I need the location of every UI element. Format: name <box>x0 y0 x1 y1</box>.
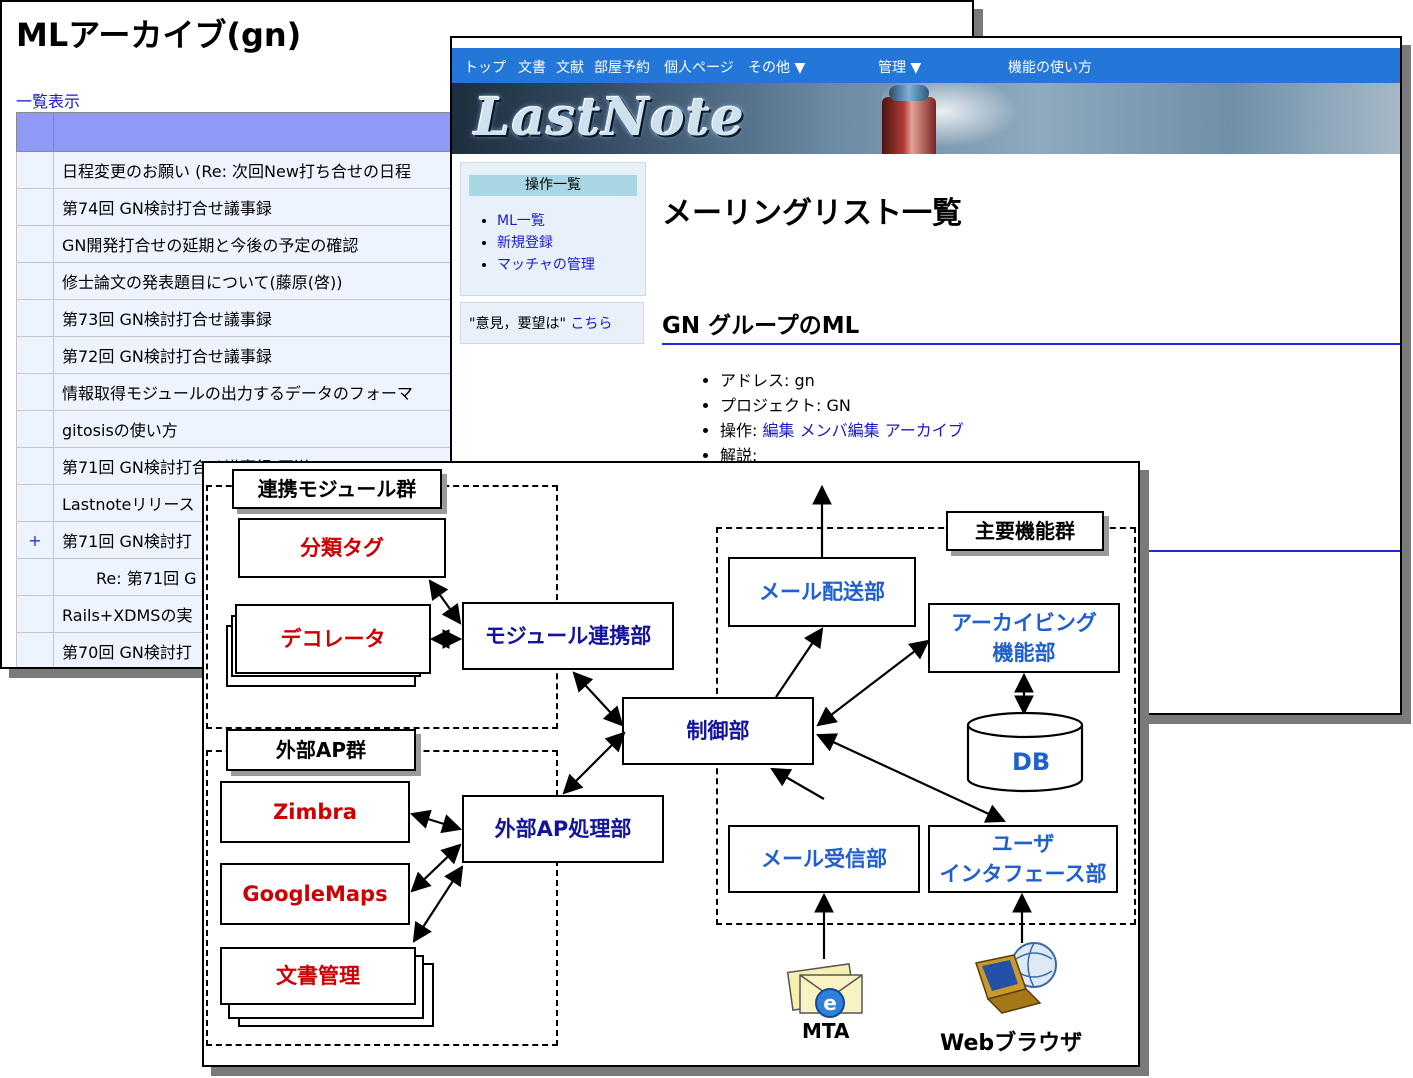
thread-toggle-icon <box>16 632 54 667</box>
page-title: メーリングリスト一覧 <box>662 196 962 231</box>
message-subject[interactable]: 日程変更のお願い (Re: 次回New打ち合せの日程 <box>62 162 411 181</box>
member-edit-link[interactable]: メンバ編集 <box>799 421 880 440</box>
user-interface-box: ユーザ インタフェース部 <box>928 825 1118 893</box>
classification-tag-box: 分類タグ <box>238 518 446 578</box>
section-title: GN グループのML <box>662 313 860 339</box>
archiving-box: アーカイビング 機能部 <box>928 603 1120 673</box>
message-subject[interactable]: 第73回 GN検討打合せ議事録 <box>62 310 272 329</box>
message-subject[interactable]: Re: 第71回 G <box>96 569 197 588</box>
control-box: 制御部 <box>622 697 814 765</box>
architecture-diagram: 連携モジュール群 外部AP群 主要機能群 分類タグ デコレータ モジュール連携部… <box>202 461 1140 1067</box>
web-browser-icon <box>975 942 1057 1014</box>
thread-toggle-icon <box>16 262 54 300</box>
nav-top[interactable]: トップ <box>464 60 506 76</box>
lastnote-banner: LastNote <box>452 83 1400 154</box>
thread-toggle-icon <box>16 410 54 448</box>
thread-toggle-icon[interactable]: + <box>16 521 54 559</box>
thread-toggle-icon <box>16 336 54 374</box>
lastnote-logo: LastNote <box>474 87 745 148</box>
thread-toggle-icon <box>16 447 54 485</box>
message-subject[interactable]: Rails+XDMSの実 <box>62 606 193 625</box>
database-cylinder <box>966 711 1084 793</box>
googlemaps-box: GoogleMaps <box>220 863 410 925</box>
main-group-label: 主要機能群 <box>946 511 1104 551</box>
decorator-box: デコレータ <box>235 604 431 674</box>
ml-operations: 操作: 編集 メンバ編集 アーカイブ <box>720 418 964 443</box>
message-subject[interactable]: 第70回 GN検討打 <box>62 643 192 662</box>
thread-toggle-icon <box>16 595 54 633</box>
external-ap-processing-box: 外部AP処理部 <box>462 795 664 863</box>
message-subject[interactable]: 修士論文の発表題目について(藤原(啓)) <box>62 273 343 292</box>
archiving-label-2: 機能部 <box>992 641 1056 665</box>
top-nav: トップ 文書 文献 部屋予約 個人ページ その他 ▼ 管理 ▼ 機能の使い方 <box>452 48 1400 83</box>
zimbra-box: Zimbra <box>220 781 410 843</box>
feedback-link[interactable]: こちら <box>570 316 613 332</box>
mail-receive-box: メール受信部 <box>728 825 920 893</box>
thread-toggle-icon <box>16 299 54 337</box>
db-label: DB <box>1012 748 1051 776</box>
nav-help[interactable]: 機能の使い方 <box>1008 60 1092 76</box>
thread-toggle-icon <box>16 558 54 596</box>
operations-heading: 操作一覧 <box>469 175 637 196</box>
nav-documents[interactable]: 文書 <box>518 60 546 76</box>
ml-project: プロジェクト: GN <box>720 393 964 418</box>
document-management-box: 文書管理 <box>220 947 416 1005</box>
ui-label-2: インタフェース部 <box>939 862 1107 886</box>
diagram-connectors: e <box>409 484 1084 1018</box>
thread-toggle-icon <box>16 484 54 522</box>
thread-toggle-icon <box>16 151 54 189</box>
ml-notes: 解説: <box>720 443 964 468</box>
thread-toggle-icon <box>16 188 54 226</box>
nav-other-menu[interactable]: その他 ▼ <box>748 60 806 76</box>
ml-list-link[interactable]: ML一覧 <box>497 213 545 229</box>
section-divider <box>662 343 1400 345</box>
thread-toggle-icon <box>16 225 54 263</box>
operations-panel: 操作一覧 ML一覧 新規登録 マッチャの管理 <box>460 162 646 296</box>
feedback-panel: "意見，要望は" こちら <box>460 302 644 344</box>
mail-delivery-box: メール配送部 <box>728 557 916 627</box>
spray-can-icon <box>882 97 936 154</box>
message-subject[interactable]: 第72回 GN検討打合せ議事録 <box>62 347 272 366</box>
feedback-text: "意見，要望は" <box>469 316 566 332</box>
ops-label: 操作: <box>720 421 758 440</box>
svg-text:e: e <box>823 991 837 1015</box>
operations-list: ML一覧 新規登録 マッチャの管理 <box>461 210 645 276</box>
message-subject[interactable]: Lastnoteリリース <box>62 495 195 514</box>
web-browser-label: Webブラウザ <box>940 1031 1083 1056</box>
message-subject[interactable]: 情報取得モジュールの出力するデータのフォーマ <box>62 384 413 403</box>
ui-label-1: ユーザ <box>991 832 1055 856</box>
ml-info-list: アドレス: gn プロジェクト: GN 操作: 編集 メンバ編集 アーカイブ 解… <box>700 368 964 468</box>
message-subject[interactable]: 第71回 GN検討打 <box>62 532 192 551</box>
new-registration-link[interactable]: 新規登録 <box>497 235 553 251</box>
message-subject[interactable]: GN開発打合せの延期と今後の予定の確認 <box>62 236 359 255</box>
nav-admin-menu[interactable]: 管理 ▼ <box>878 60 922 76</box>
module-group-label: 連携モジュール群 <box>232 469 442 509</box>
spray-can-cap <box>889 85 929 101</box>
edit-link[interactable]: 編集 <box>762 421 795 440</box>
module-link-box: モジュール連携部 <box>462 602 674 670</box>
message-subject[interactable]: gitosisの使い方 <box>62 421 178 440</box>
list-view-link[interactable]: 一覧表示 <box>16 92 81 111</box>
archive-link[interactable]: アーカイブ <box>884 421 964 440</box>
archiving-label-1: アーカイビング <box>951 611 1097 635</box>
ml-address: アドレス: gn <box>720 368 964 393</box>
mta-mail-icon: e <box>786 963 863 1018</box>
external-group-label: 外部AP群 <box>226 729 416 771</box>
thread-toggle-icon <box>16 373 54 411</box>
nav-personal-page[interactable]: 個人ページ <box>664 60 734 76</box>
nav-literature[interactable]: 文献 <box>556 60 584 76</box>
message-subject[interactable]: 第74回 GN検討打合せ議事録 <box>62 199 272 218</box>
mta-label: MTA <box>802 1019 850 1043</box>
archive-title: MLアーカイブ(gn) <box>16 16 302 54</box>
nav-room-booking[interactable]: 部屋予約 <box>594 60 650 76</box>
mark-column-header <box>16 112 54 152</box>
matcher-admin-link[interactable]: マッチャの管理 <box>497 257 595 273</box>
